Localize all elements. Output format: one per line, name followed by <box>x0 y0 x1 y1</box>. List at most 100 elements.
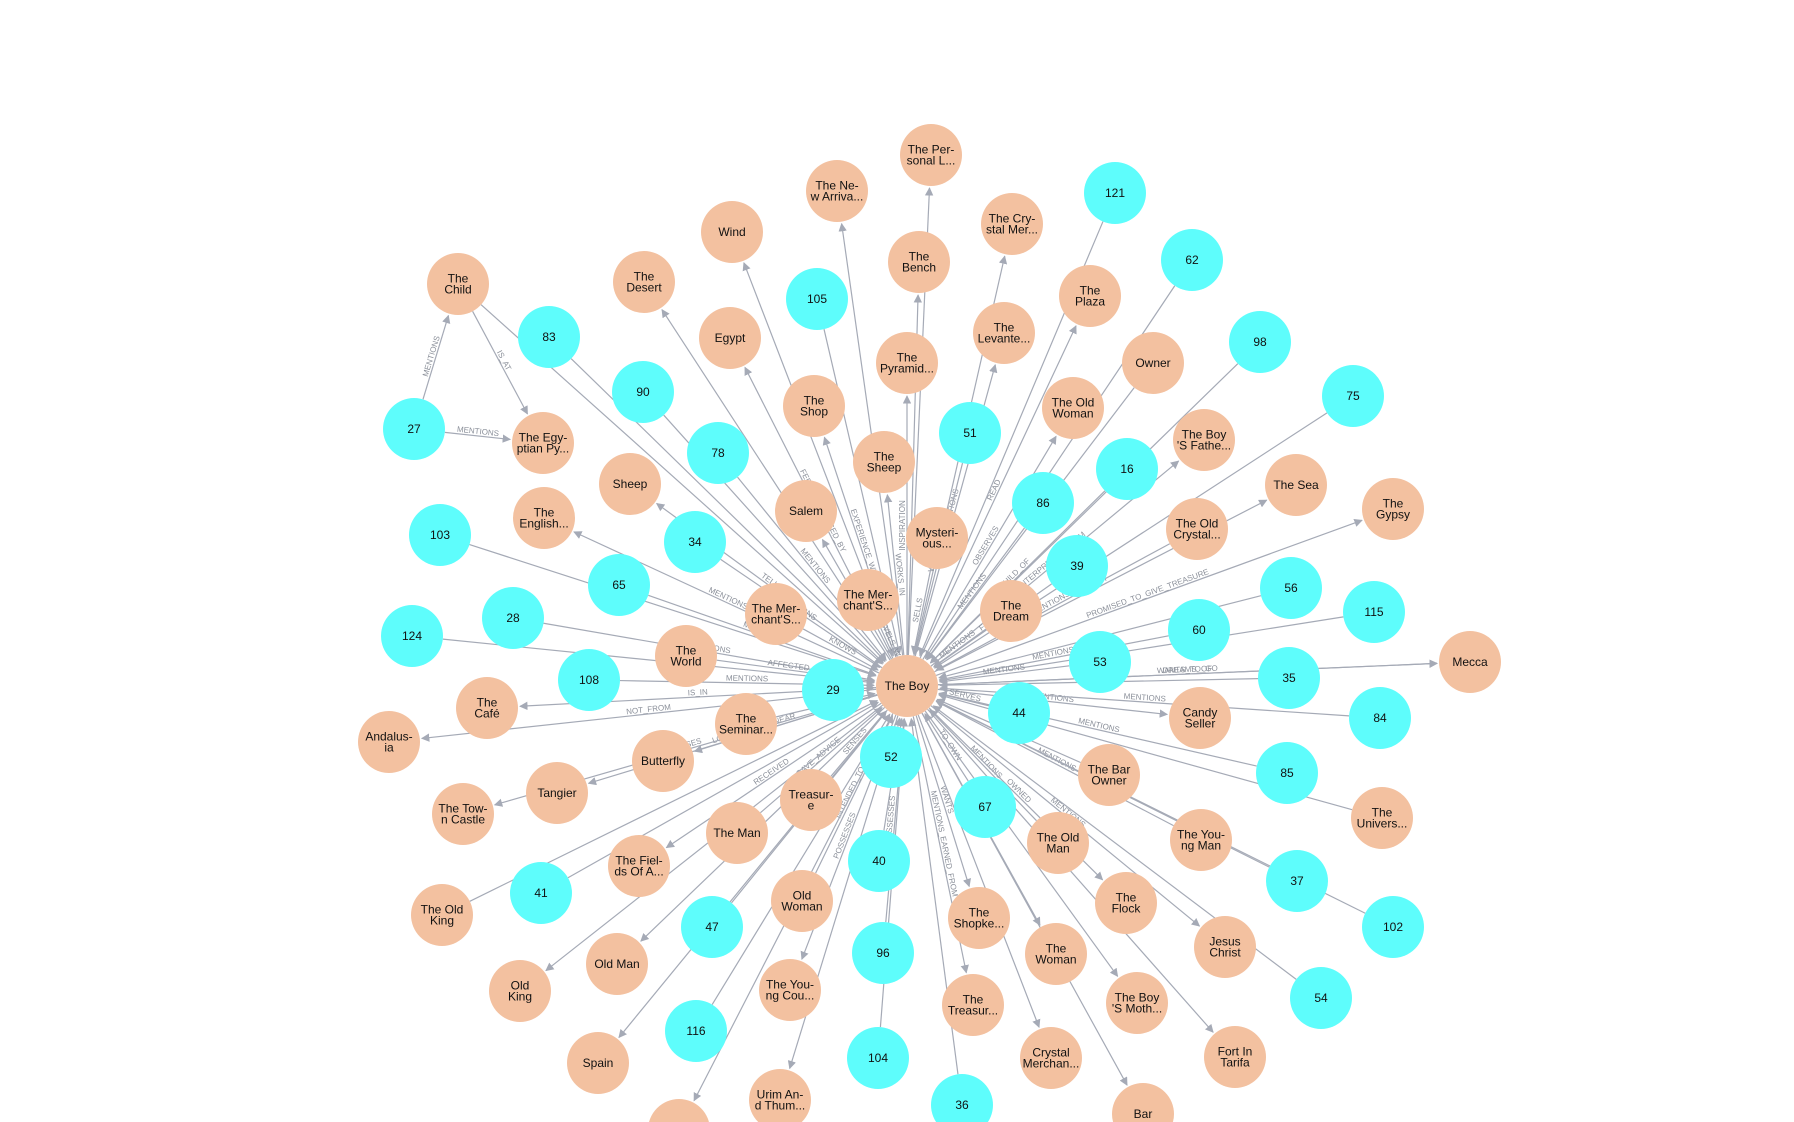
node-urim-and-thum[interactable]: Urim An-d Thum... <box>749 1069 811 1122</box>
node-the-man[interactable]: The Man <box>706 802 768 864</box>
node-wind[interactable]: Wind <box>701 201 763 263</box>
node-the-levante[interactable]: TheLevante... <box>973 302 1035 364</box>
node-the-sea[interactable]: The Sea <box>1265 454 1327 516</box>
node-the-english[interactable]: TheEnglish... <box>513 487 575 549</box>
node-spain[interactable]: Spain <box>567 1032 629 1094</box>
node-crystal-merchan[interactable]: CrystalMerchan... <box>1020 1027 1082 1089</box>
node-n53[interactable]: 53 <box>1069 631 1131 693</box>
node-andalusia[interactable]: Andalus-ia <box>358 711 420 773</box>
node-circle[interactable] <box>1042 377 1104 439</box>
node-circle[interactable] <box>706 802 768 864</box>
node-circle[interactable] <box>981 193 1043 255</box>
node-n85[interactable]: 85 <box>1256 742 1318 804</box>
node-tangier[interactable]: Tangier <box>526 762 588 824</box>
node-circle[interactable] <box>383 398 445 460</box>
node-n84[interactable]: 84 <box>1349 687 1411 749</box>
node-n124[interactable]: 124 <box>381 605 443 667</box>
node-circle[interactable] <box>973 302 1035 364</box>
node-circle[interactable] <box>1351 787 1413 849</box>
node-circle[interactable] <box>876 655 938 717</box>
node-circle[interactable] <box>648 1099 710 1122</box>
node-n98[interactable]: 98 <box>1229 311 1291 373</box>
node-n62[interactable]: 62 <box>1161 229 1223 291</box>
node-circle[interactable] <box>1106 972 1168 1034</box>
node-the-universe[interactable]: TheUnivers... <box>1351 787 1413 849</box>
node-the-young-cou[interactable]: The You-ng Cou... <box>759 959 821 1021</box>
node-circle[interactable] <box>1046 535 1108 597</box>
node-circle[interactable] <box>1258 647 1320 709</box>
node-circle[interactable] <box>699 307 761 369</box>
node-circle[interactable] <box>1069 631 1131 693</box>
node-circle[interactable] <box>632 730 694 792</box>
node-circle[interactable] <box>853 431 915 493</box>
node-circle[interactable] <box>588 554 650 616</box>
node-treasure[interactable]: Treasur-e <box>780 769 842 831</box>
node-circle[interactable] <box>1173 409 1235 471</box>
node-circle[interactable] <box>906 507 968 569</box>
node-circle[interactable] <box>1265 454 1327 516</box>
node-the-fields-of-a[interactable]: The Fiel-ds Of A... <box>608 835 670 897</box>
node-n75[interactable]: 75 <box>1322 365 1384 427</box>
node-n121[interactable]: 121 <box>1084 162 1146 224</box>
node-the-new-arriva[interactable]: The Ne-w Arriva... <box>806 160 868 222</box>
node-circle[interactable] <box>1260 557 1322 619</box>
node-circle[interactable] <box>837 569 899 631</box>
node-circle[interactable] <box>613 251 675 313</box>
node-n27[interactable]: 27 <box>383 398 445 460</box>
node-n56[interactable]: 56 <box>1260 557 1322 619</box>
node-circle[interactable] <box>489 960 551 1022</box>
node-circle[interactable] <box>612 361 674 423</box>
node-circle[interactable] <box>939 402 1001 464</box>
node-circle[interactable] <box>954 776 1016 838</box>
node-circle[interactable] <box>599 453 661 515</box>
node-n40[interactable]: 40 <box>848 830 910 892</box>
node-circle[interactable] <box>888 231 950 293</box>
node-circle[interactable] <box>775 480 837 542</box>
node-n108[interactable]: 108 <box>558 649 620 711</box>
node-circle[interactable] <box>948 887 1010 949</box>
node-circle[interactable] <box>427 253 489 315</box>
node-circle[interactable] <box>1166 498 1228 560</box>
node-n29[interactable]: 29 <box>802 659 864 721</box>
node-circle[interactable] <box>1084 162 1146 224</box>
node-circle[interactable] <box>802 659 864 721</box>
node-circle[interactable] <box>786 268 848 330</box>
node-circle[interactable] <box>1266 850 1328 912</box>
node-partial-bottom[interactable]: The <box>648 1099 710 1122</box>
node-circle[interactable] <box>518 306 580 368</box>
node-circle[interactable] <box>381 605 443 667</box>
node-circle[interactable] <box>783 375 845 437</box>
node-old-man[interactable]: Old Man <box>586 933 648 995</box>
node-the-old-crystal[interactable]: The OldCrystal... <box>1166 498 1228 560</box>
node-n65[interactable]: 65 <box>588 554 650 616</box>
node-circle[interactable] <box>1012 472 1074 534</box>
node-circle[interactable] <box>1343 581 1405 643</box>
node-circle[interactable] <box>1122 332 1184 394</box>
node-n78[interactable]: 78 <box>687 422 749 484</box>
node-circle[interactable] <box>988 682 1050 744</box>
node-egypt[interactable]: Egypt <box>699 307 761 369</box>
node-the-seminar[interactable]: TheSeminar... <box>715 693 777 755</box>
node-circle[interactable] <box>942 974 1004 1036</box>
node-the-town-castle[interactable]: The Tow-n Castle <box>432 783 494 845</box>
node-the-personal-l[interactable]: The Per-sonal L... <box>900 124 962 186</box>
node-circle[interactable] <box>1161 229 1223 291</box>
node-n36[interactable]: 36 <box>931 1074 993 1122</box>
node-circle[interactable] <box>526 762 588 824</box>
node-n105[interactable]: 105 <box>786 268 848 330</box>
node-circle[interactable] <box>931 1074 993 1122</box>
node-circle[interactable] <box>1256 742 1318 804</box>
node-bar[interactable]: Bar <box>1112 1083 1174 1122</box>
